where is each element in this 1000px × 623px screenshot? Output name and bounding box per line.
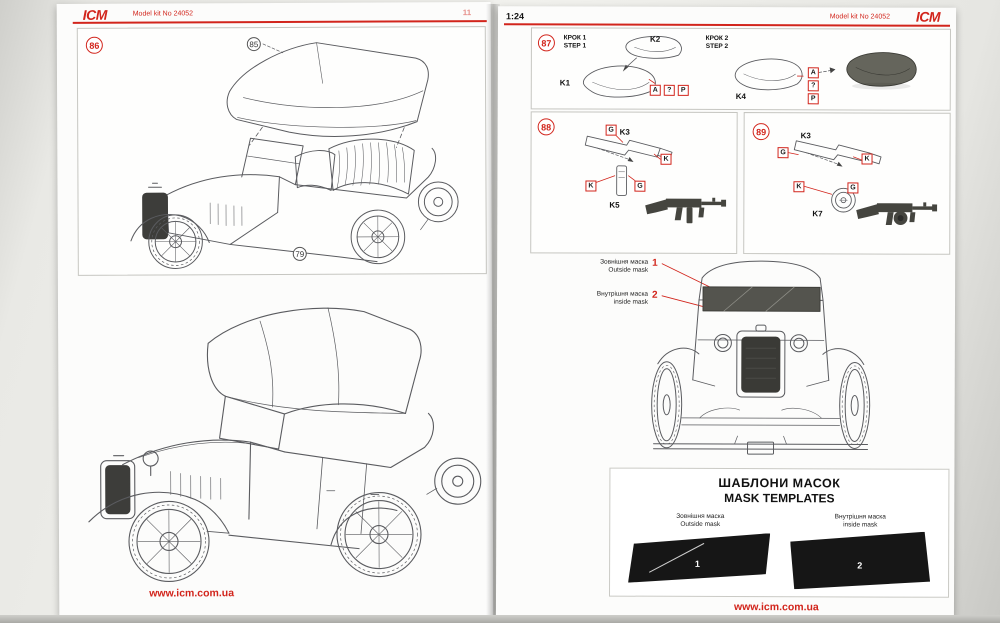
mask-template-1: 1 bbox=[628, 533, 770, 583]
part-label-k5: K5 bbox=[609, 200, 620, 210]
step-88-drawing bbox=[584, 133, 727, 224]
header-rule-right bbox=[503, 23, 951, 27]
car-front-view-mask-drawing bbox=[651, 260, 871, 455]
krok-step-2-label: КРОК 2 STEP 2 bbox=[700, 35, 734, 51]
mask-template-2: 2 bbox=[790, 531, 930, 589]
paint-box-k: K bbox=[660, 153, 672, 165]
paint-box-p: P bbox=[677, 84, 689, 96]
paint-box-a: A bbox=[649, 84, 661, 96]
paint-box-k-89: K bbox=[861, 153, 873, 165]
paint-box-k2-89: K bbox=[793, 181, 805, 193]
paint-box-g2-89: G bbox=[847, 182, 859, 194]
icm-logo-right: ICM bbox=[915, 8, 941, 25]
step-86-panel: 86 85 79 bbox=[76, 26, 487, 276]
templates-title-ua: ШАБЛОНИ МАСОК bbox=[718, 475, 841, 491]
template-1-label-en: Outside mask bbox=[680, 521, 721, 529]
outside-mask-label-ua: Зовнішня маска bbox=[600, 258, 649, 266]
paint-box-g-2: G bbox=[634, 180, 646, 192]
inside-mask-label-ua: Внутрішня маска bbox=[596, 290, 649, 298]
step-87-panel: 87 КРОК 1 STEP 1 КРОК 2 STEP 2 K2 K1 K4 … bbox=[530, 27, 951, 111]
inside-mask-number: 2 bbox=[652, 289, 658, 301]
part-label-k3: K3 bbox=[619, 127, 630, 137]
step-86-badge: 86 bbox=[85, 36, 103, 54]
icm-logo-left: ICM bbox=[82, 6, 107, 23]
scale-label: 1:24 bbox=[506, 11, 525, 22]
thompson-gun-drum-silhouette bbox=[856, 202, 938, 226]
step-1-en: STEP 1 bbox=[563, 42, 587, 50]
step-87-badge: 87 bbox=[537, 34, 555, 52]
car-complete-drawing bbox=[88, 307, 482, 583]
page-number: 11 bbox=[462, 8, 472, 18]
krok-1-ua: КРОК 1 bbox=[563, 34, 587, 42]
step-88-panel: 88 G K3 K K G K5 bbox=[530, 111, 738, 255]
table-edge-shadow bbox=[0, 615, 1000, 623]
template-2-label-en: inside mask bbox=[843, 521, 878, 529]
krok-2-ua: КРОК 2 bbox=[705, 34, 729, 43]
part-label-k2: K2 bbox=[649, 34, 661, 44]
paint-box-question-2: ? bbox=[807, 80, 819, 92]
step-88-badge: 88 bbox=[537, 118, 555, 136]
kit-number-left: Model kit No 24052 bbox=[132, 10, 194, 18]
paint-box-g-89: G bbox=[777, 147, 789, 159]
mask-template-2-number: 2 bbox=[857, 560, 863, 571]
part-label-k1: K1 bbox=[559, 78, 571, 88]
part-label-k4: K4 bbox=[735, 92, 747, 102]
step-2-en: STEP 2 bbox=[705, 43, 729, 51]
outside-mask-number: 1 bbox=[652, 257, 658, 269]
paint-box-k-2: K bbox=[585, 180, 597, 192]
right-page: 1:24 Model kit No 24052 ICM bbox=[495, 6, 957, 617]
step-87-drawing bbox=[582, 35, 917, 98]
thompson-gun-silhouette bbox=[645, 197, 727, 224]
templates-title-en: MASK TEMPLATES bbox=[724, 490, 835, 506]
car-open-with-exploded-roof-drawing bbox=[130, 42, 459, 269]
paint-box-question: ? bbox=[663, 84, 675, 96]
step-89-panel: 89 G K3 K K G K7 bbox=[743, 112, 951, 255]
krok-step-1-label: КРОК 1 STEP 1 bbox=[558, 34, 592, 50]
kit-number-right: Model kit No 24052 bbox=[829, 13, 891, 21]
mask-template-1-number: 1 bbox=[694, 558, 700, 569]
template-1-label: Зовнішня маска Outside mask bbox=[625, 513, 775, 530]
mask-templates-box: ШАБЛОНИ МАСОК MASK TEMPLATES Зовнішня ма… bbox=[609, 467, 950, 598]
website-url-left: www.icm.com.ua bbox=[149, 587, 235, 600]
left-page: ICM Model kit No 24052 11 bbox=[56, 2, 494, 617]
outside-mask-label-en: Outside mask bbox=[608, 266, 649, 274]
part-callout-79: 79 bbox=[292, 246, 307, 261]
website-url-right: www.icm.com.ua bbox=[733, 601, 819, 614]
inside-mask-label-en: inside mask bbox=[613, 298, 649, 306]
template-2-label: Внутрішня маска inside mask bbox=[785, 513, 935, 530]
step-89-badge: 89 bbox=[752, 123, 770, 141]
paint-box-p-2: P bbox=[807, 93, 819, 105]
paint-box-a-2: A bbox=[807, 67, 819, 79]
part-label-k3-89: K3 bbox=[800, 131, 811, 141]
part-callout-85: 85 bbox=[246, 37, 261, 52]
paint-box-g: G bbox=[605, 124, 617, 136]
part-label-k7: K7 bbox=[812, 209, 823, 219]
header-rule-left bbox=[72, 20, 487, 24]
